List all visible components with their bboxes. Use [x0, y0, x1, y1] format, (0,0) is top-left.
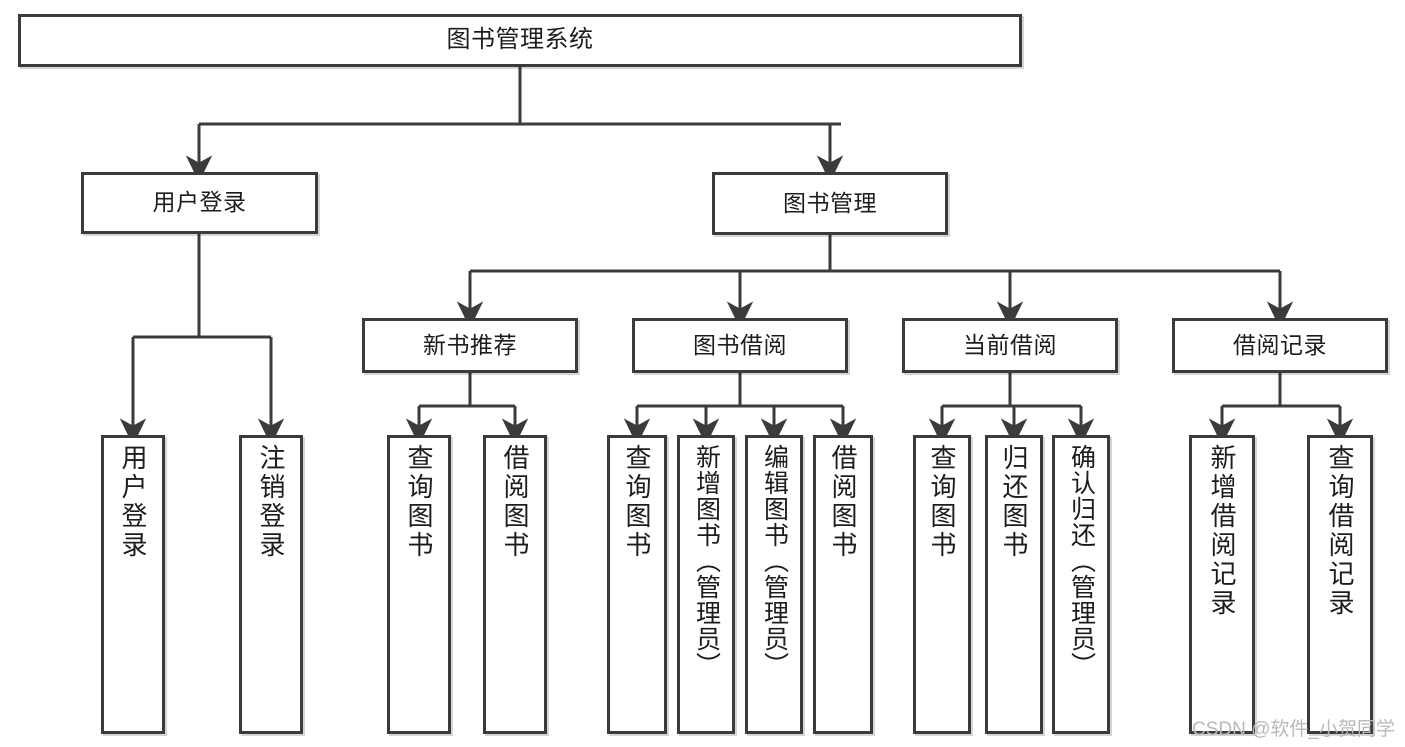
leaf-query-borrow-record-label: 查询借阅记录 — [1325, 444, 1355, 618]
leaf-logout[interactable]: 注销登录 — [239, 435, 303, 734]
leaf-query-book-newbook-label: 查询图书 — [404, 444, 434, 560]
node-borrow-records[interactable]: 借阅记录 — [1172, 318, 1388, 373]
leaf-logout-label: 注销登录 — [256, 444, 286, 560]
node-current-borrow-label: 当前借阅 — [963, 331, 1057, 358]
leaf-query-borrow-record[interactable]: 查询借阅记录 — [1307, 435, 1373, 734]
leaf-lend-book-label: 借阅图书 — [828, 444, 858, 560]
leaf-lend-book[interactable]: 借阅图书 — [813, 435, 873, 734]
leaf-query-book-newbook[interactable]: 查询图书 — [387, 435, 451, 734]
leaf-query-book-current[interactable]: 查询图书 — [913, 435, 971, 734]
leaf-borrow-book-newbook[interactable]: 借阅图书 — [483, 435, 547, 734]
node-new-book-recommend-label: 新书推荐 — [423, 331, 517, 358]
leaf-borrow-book-newbook-label: 借阅图书 — [500, 444, 530, 560]
leaf-user-login[interactable]: 用户登录 — [101, 435, 165, 734]
leaf-add-borrow-record[interactable]: 新增借阅记录 — [1189, 435, 1255, 734]
node-root-label: 图书管理系统 — [446, 26, 594, 54]
leaf-add-book-admin[interactable]: 新增图书（管理员） — [677, 435, 735, 734]
node-root[interactable]: 图书管理系统 — [18, 14, 1022, 67]
node-book-management[interactable]: 图书管理 — [712, 172, 948, 235]
leaf-return-book-label: 归还图书 — [999, 444, 1029, 560]
leaf-return-book[interactable]: 归还图书 — [985, 435, 1043, 734]
node-user-login-label: 用户登录 — [152, 189, 247, 216]
leaf-query-book-borrow-label: 查询图书 — [622, 444, 652, 560]
node-current-borrow[interactable]: 当前借阅 — [902, 318, 1118, 373]
leaf-add-borrow-record-label: 新增借阅记录 — [1207, 444, 1237, 618]
node-borrow-records-label: 借阅记录 — [1233, 331, 1327, 358]
leaf-add-book-admin-label: 新增图书（管理员） — [692, 444, 721, 678]
leaf-confirm-return-admin-label: 确认归还（管理员） — [1067, 444, 1096, 678]
csdn-watermark: CSDN @软件_小贺同学 — [1192, 719, 1395, 740]
node-book-management-label: 图书管理 — [783, 189, 877, 216]
leaf-query-book-current-label: 查询图书 — [927, 444, 957, 560]
node-book-borrow-label: 图书借阅 — [693, 331, 787, 358]
node-book-borrow[interactable]: 图书借阅 — [632, 318, 848, 373]
leaf-user-login-label: 用户登录 — [118, 444, 148, 560]
leaf-query-book-borrow[interactable]: 查询图书 — [607, 435, 667, 734]
leaf-edit-book-admin-label: 编辑图书（管理员） — [760, 444, 789, 678]
node-user-login[interactable]: 用户登录 — [81, 172, 318, 234]
node-new-book-recommend[interactable]: 新书推荐 — [362, 318, 578, 373]
leaf-confirm-return-admin[interactable]: 确认归还（管理员） — [1052, 435, 1110, 734]
leaf-edit-book-admin[interactable]: 编辑图书（管理员） — [745, 435, 803, 734]
